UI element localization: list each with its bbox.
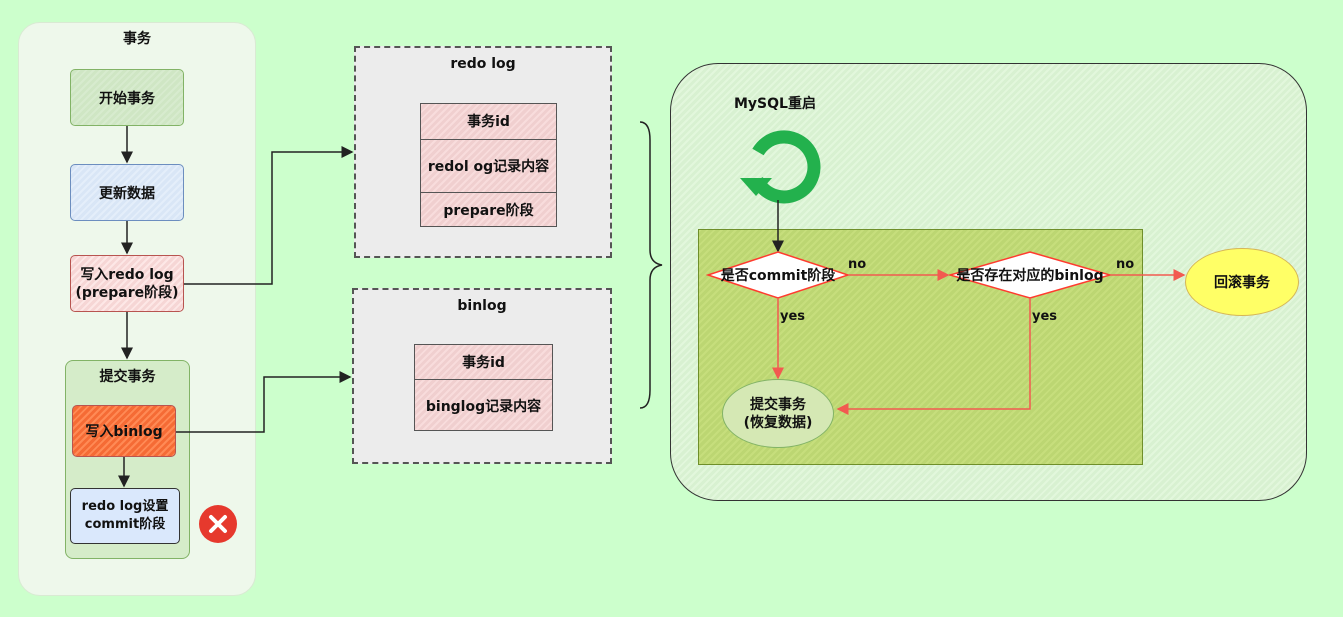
redo-log-row: 事务id: [420, 103, 557, 140]
label-yes: yes: [1032, 309, 1058, 324]
rollback-ellipse: 回滚事务: [1185, 248, 1299, 316]
redo-log-table: [420, 103, 557, 227]
redo-log-title: redo log: [450, 56, 516, 72]
binlog-row: binglog记录内容: [425, 398, 542, 415]
set-commit-box: redo log设置 commit阶段: [70, 488, 180, 544]
restart-title: MySQL重启: [734, 96, 816, 112]
transaction-title: 事务: [123, 31, 151, 47]
label-yes: yes: [780, 309, 806, 324]
redo-log-row: prepare阶段: [443, 203, 534, 219]
error-x-icon: [198, 504, 238, 544]
binlog-title: binlog: [457, 298, 507, 314]
binlog-table: [414, 344, 553, 431]
binlog-row: 事务id: [414, 344, 553, 380]
redo-log-row: redol og记录内容: [420, 140, 557, 193]
decision-commit-stage: 是否commit阶段: [720, 268, 836, 284]
label-no: no: [848, 257, 867, 272]
decision-binlog-exists: 是否存在对应的binlog: [956, 268, 1104, 284]
label-no: no: [1116, 257, 1135, 272]
write-redo-log-box: 写入redo log (prepare阶段): [70, 255, 184, 312]
begin-transaction-box: 开始事务: [70, 69, 184, 126]
update-data-box: 更新数据: [70, 164, 184, 221]
commit-recover-ellipse: 提交事务 (恢复数据): [722, 379, 834, 448]
refresh-icon: [738, 128, 821, 204]
write-binlog-box: 写入binlog: [72, 405, 176, 457]
commit-group-title: 提交事务: [99, 369, 156, 385]
